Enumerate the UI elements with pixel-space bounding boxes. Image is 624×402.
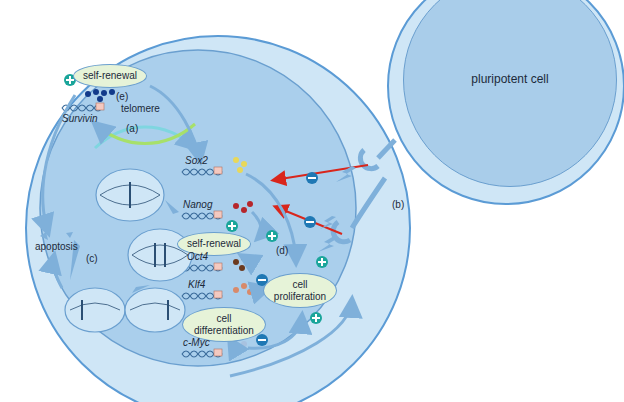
node-text: pluripotent cell (471, 73, 548, 87)
gene-label: c-Myc (183, 337, 210, 348)
node-text: cell proliferation (273, 279, 327, 302)
gene-label: Nanog (183, 199, 212, 210)
callout-letter: (d) (276, 245, 288, 256)
gene-label: Survivin (62, 113, 98, 124)
node-text: cell differentiation (192, 313, 256, 336)
cell-membrane (26, 36, 410, 402)
process-ellipse: cell proliferation (263, 273, 337, 308)
gene-label: Klf4 (188, 279, 205, 290)
process-ellipse: self-renewal (73, 64, 147, 88)
nucleus (40, 50, 356, 366)
node-text: self-renewal (83, 70, 137, 82)
node-text: self-renewal (187, 238, 241, 250)
cell-nucleus: pluripotent cell (403, 0, 617, 187)
structure-label: telomere (121, 103, 160, 114)
process-label: apoptosis (35, 241, 78, 252)
process-ellipse: cell differentiation (182, 307, 266, 342)
callout-letter: (b) (392, 199, 404, 210)
callout-letter: (a) (126, 123, 138, 134)
gene-label: Oct4 (187, 251, 208, 262)
pluripotent-cell-membrane (388, 0, 624, 204)
callout-letter: (e) (116, 91, 128, 102)
gene-label: Sox2 (185, 155, 208, 166)
callout-letter: (c) (86, 253, 98, 264)
